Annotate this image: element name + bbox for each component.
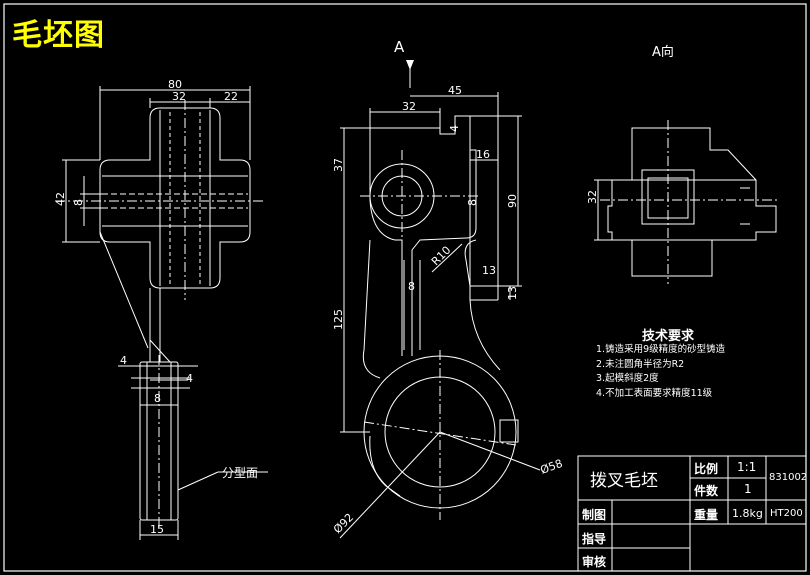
dim-4-hub: 4 xyxy=(448,125,461,132)
dim-dia58: Ø58 xyxy=(539,457,565,477)
weight-value: 1.8kg xyxy=(732,507,763,520)
weight-label: 重量 xyxy=(694,508,719,522)
material: HT200 xyxy=(770,508,803,519)
dim-13: 13 xyxy=(482,264,496,277)
qty-label: 件数 xyxy=(694,484,719,498)
tech-requirements-list: 1.铸造采用9级精度的砂型铸造 2.未注圆角半径为R2 3.起模斜度2度 4.不… xyxy=(596,343,725,401)
qty-value: 1 xyxy=(744,482,752,496)
dim-45: 45 xyxy=(448,84,462,97)
drawing-border xyxy=(3,3,807,572)
dim-15: 15 xyxy=(150,523,164,536)
a-view-title: A向 xyxy=(652,44,674,60)
tech-item: 3.起模斜度2度 xyxy=(596,373,659,384)
dim-80: 80 xyxy=(168,78,182,91)
drawing-title: 毛坯图 xyxy=(12,18,105,53)
dim-32-aview: 32 xyxy=(586,190,599,204)
dim-90: 90 xyxy=(506,194,519,208)
dim-r10: R10 xyxy=(429,244,453,268)
dim-8-mid: 8 xyxy=(154,392,161,405)
dim-8-web: 8 xyxy=(408,280,415,293)
side-view xyxy=(339,60,541,539)
drawn-label: 制图 xyxy=(582,508,607,522)
review-label: 审核 xyxy=(582,555,607,569)
tech-item: 4.不加工表面要求精度11级 xyxy=(596,387,713,399)
tech-requirements-title: 技术要求 xyxy=(642,329,695,344)
dim-32-side: 32 xyxy=(402,100,416,113)
part-name: 拨叉毛坯 xyxy=(590,471,658,491)
guide-label: 指导 xyxy=(582,532,607,546)
drawing-number: 831002 xyxy=(769,472,808,483)
a-direction-view xyxy=(594,120,780,284)
dim-8-side: 8 xyxy=(466,199,479,206)
dim-42: 42 xyxy=(54,192,67,206)
dim-22: 22 xyxy=(224,90,238,103)
dim-dia92: Ø92 xyxy=(331,511,356,536)
tech-item: 2.未注圆角半径为R2 xyxy=(596,358,685,370)
dim-37: 37 xyxy=(332,158,345,172)
front-view xyxy=(55,86,268,540)
scale-value: 1:1 xyxy=(737,460,757,474)
tech-item: 1.铸造采用9级精度的砂型铸造 xyxy=(596,344,726,355)
dim-125: 125 xyxy=(332,309,345,330)
parting-surface-label: 分型面 xyxy=(222,466,258,480)
dim-16: 16 xyxy=(476,148,490,161)
scale-label: 比例 xyxy=(694,462,719,476)
dim-13-vert: 13 xyxy=(506,286,519,300)
section-label-a: A xyxy=(394,38,405,56)
dim-4-right: 4 xyxy=(186,372,193,385)
title-block-grid xyxy=(577,455,807,572)
dim-8-left: 8 xyxy=(72,199,85,206)
dim-4-left: 4 xyxy=(120,354,127,367)
dim-32-top: 32 xyxy=(172,90,186,103)
